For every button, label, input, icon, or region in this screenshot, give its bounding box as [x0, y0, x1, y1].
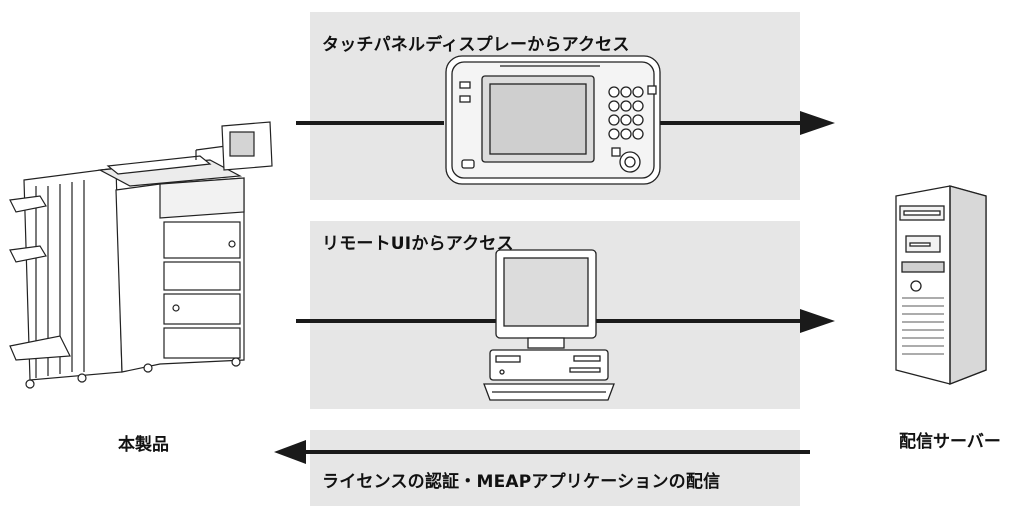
arrow-right-icon: [296, 111, 835, 135]
touch-panel-access-label: タッチパネルディスプレーからアクセス: [322, 35, 630, 55]
touch-panel-icon: [445, 55, 661, 185]
remote-ui-access-label: リモートUIからアクセス: [322, 234, 514, 254]
arrow-left-icon: [274, 440, 810, 464]
server-caption: 配信サーバー: [899, 432, 1001, 452]
distribution-label: ライセンスの認証・MEAPアプリケーションの配信: [322, 472, 721, 492]
device-caption: 本製品: [118, 435, 169, 455]
desktop-computer-icon: [483, 249, 615, 401]
arrow-right-icon: [296, 309, 835, 333]
multifunction-printer-icon: [9, 121, 273, 389]
server-icon: [895, 185, 987, 385]
distribution-band: [310, 430, 800, 506]
